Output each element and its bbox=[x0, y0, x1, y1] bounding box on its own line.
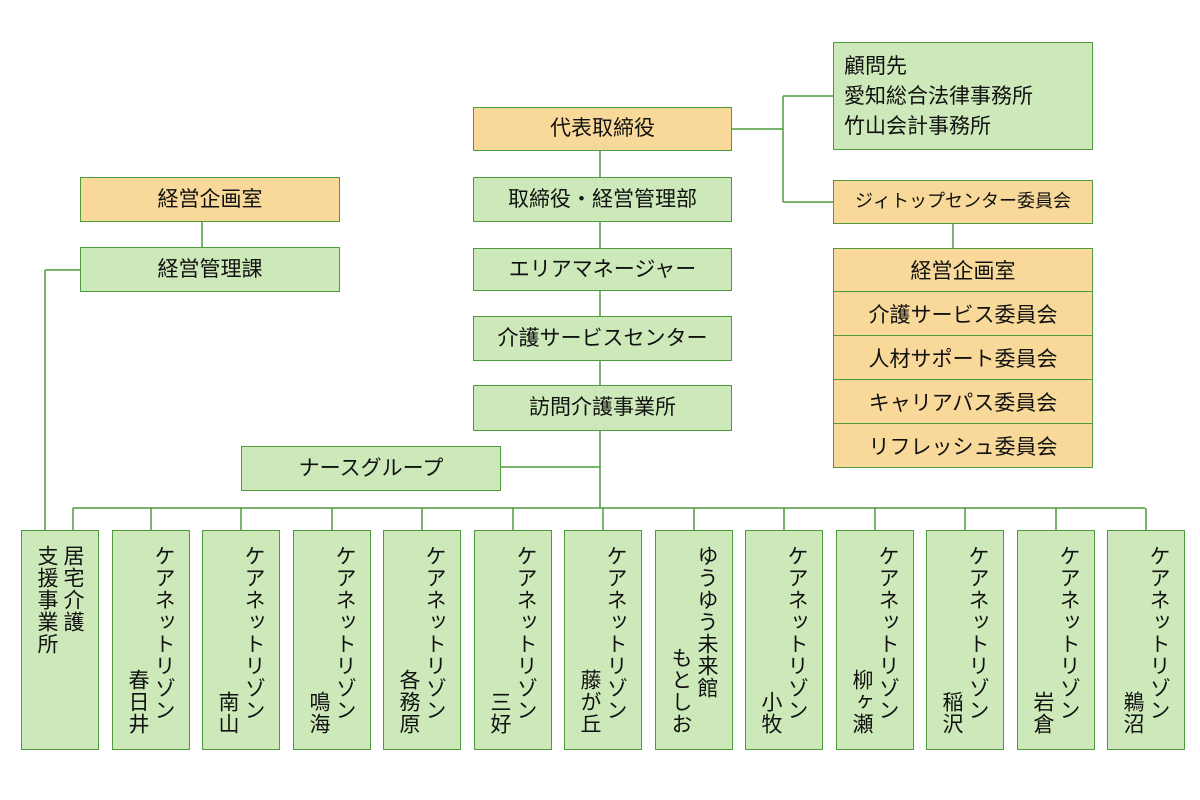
committee-item: 経営企画室 bbox=[833, 248, 1093, 292]
branch-box: ケアネットリゾン南山 bbox=[202, 530, 280, 750]
branch-name-line-1: ケアネットリゾン bbox=[242, 545, 266, 721]
branch-name-line-2: 三好 bbox=[488, 691, 512, 735]
home-care-label: 訪問介護事業所 bbox=[529, 395, 676, 420]
committee-item-label: 人材サポート委員会 bbox=[868, 346, 1058, 371]
committee-item: リフレッシュ委員会 bbox=[833, 424, 1093, 468]
branch-name-line-1: ケアネットリゾン bbox=[514, 545, 538, 721]
branch-name-line-1: ケアネットリゾン bbox=[876, 545, 900, 721]
committee-list: 経営企画室 介護サービス委員会 人材サポート委員会 キャリアパス委員会 リフレッ… bbox=[833, 248, 1093, 468]
branch-name-line-2: 柳ヶ瀬 bbox=[850, 669, 874, 735]
branch-name-line-2: 岩倉 bbox=[1031, 691, 1055, 735]
planning-office-box: 経営企画室 bbox=[80, 177, 340, 222]
area-manager-box: エリアマネージャー bbox=[473, 248, 732, 291]
committee-main-box: ジィトップセンター委員会 bbox=[833, 180, 1093, 224]
branch-name-line-1: ケアネットリゾン bbox=[966, 545, 990, 721]
service-center-box: 介護サービスセンター bbox=[473, 316, 732, 361]
mgmt-dept-label: 取締役・経営管理部 bbox=[508, 186, 697, 211]
branch-name-line-2: 支援事業所 bbox=[35, 545, 59, 655]
branch-name-line-1: 居宅介護 bbox=[61, 545, 85, 633]
management-section-box: 経営管理課 bbox=[80, 247, 340, 292]
home-care-box: 訪問介護事業所 bbox=[473, 385, 732, 431]
advisor-title: 顧問先 bbox=[844, 54, 907, 78]
branch-name-line-1: ケアネットリゾン bbox=[1147, 545, 1171, 721]
branch-name-line-2: 鵜沼 bbox=[1121, 691, 1145, 735]
branch-box: ケアネットリゾン柳ヶ瀬 bbox=[836, 530, 914, 750]
area-manager-label: エリアマネージャー bbox=[508, 256, 697, 281]
branch-box: ケアネットリゾン各務原 bbox=[383, 530, 461, 750]
branch-box: ケアネットリゾン鳴海 bbox=[293, 530, 371, 750]
branch-box: ケアネットリゾン岩倉 bbox=[1017, 530, 1095, 750]
branch-box: ゆうゆう未来館もとしお bbox=[655, 530, 733, 750]
branch-name-line-2: 稲沢 bbox=[940, 691, 964, 735]
branch-name-line-1: ゆうゆう未来館 bbox=[695, 545, 719, 699]
branch-name-line-1: ケアネットリゾン bbox=[423, 545, 447, 721]
advisor-line-1: 愛知総合法律事務所 bbox=[844, 84, 1033, 108]
nurse-group-label: ナースグループ bbox=[298, 455, 444, 480]
branch-name-line-2: 藤が丘 bbox=[578, 669, 602, 735]
committee-item: 介護サービス委員会 bbox=[833, 292, 1093, 336]
committee-item: キャリアパス委員会 bbox=[833, 380, 1093, 424]
planning-office-label: 経営企画室 bbox=[157, 186, 263, 211]
representative-director-label: 代表取締役 bbox=[550, 116, 655, 141]
committee-item: 人材サポート委員会 bbox=[833, 336, 1093, 380]
branch-name-line-1: ケアネットリゾン bbox=[152, 545, 176, 721]
branch-name-line-2: 南山 bbox=[216, 691, 240, 735]
committee-item-label: リフレッシュ委員会 bbox=[868, 434, 1058, 459]
branch-box: ケアネットリゾン藤が丘 bbox=[564, 530, 642, 750]
branch-name-line-1: ケアネットリゾン bbox=[604, 545, 628, 721]
branch-name-line-1: ケアネットリゾン bbox=[1057, 545, 1081, 721]
service-center-label: 介護サービスセンター bbox=[497, 325, 708, 350]
committee-item-label: 介護サービス委員会 bbox=[868, 302, 1058, 327]
branch-name-line-2: 春日井 bbox=[126, 669, 150, 735]
advisor-line-2: 竹山会計事務所 bbox=[844, 114, 991, 138]
branch-box: ケアネットリゾン三好 bbox=[474, 530, 552, 750]
management-section-label: 経営管理課 bbox=[157, 256, 263, 281]
advisor-box: 顧問先 愛知総合法律事務所 竹山会計事務所 bbox=[833, 42, 1093, 150]
branch-box: ケアネットリゾン稲沢 bbox=[926, 530, 1004, 750]
branch-box: ケアネットリゾン鵜沼 bbox=[1107, 530, 1185, 750]
nurse-group-box: ナースグループ bbox=[241, 446, 501, 491]
branch-name-line-1: ケアネットリゾン bbox=[785, 545, 809, 721]
branch-box: 居宅介護支援事業所 bbox=[21, 530, 99, 750]
branch-name-line-1: ケアネットリゾン bbox=[333, 545, 357, 721]
mgmt-dept-box: 取締役・経営管理部 bbox=[473, 177, 732, 222]
branch-box: ケアネットリゾン小牧 bbox=[745, 530, 823, 750]
branch-name-line-2: 鳴海 bbox=[307, 691, 331, 735]
branch-box: ケアネットリゾン春日井 bbox=[112, 530, 190, 750]
branch-name-line-2: 各務原 bbox=[397, 669, 421, 735]
branch-name-line-2: 小牧 bbox=[759, 691, 783, 735]
committee-item-label: キャリアパス委員会 bbox=[868, 390, 1058, 415]
branch-name-line-2: もとしお bbox=[669, 647, 693, 735]
representative-director-box: 代表取締役 bbox=[473, 107, 732, 151]
committee-main-label: ジィトップセンター委員会 bbox=[855, 191, 1071, 213]
committee-item-label: 経営企画室 bbox=[910, 259, 1016, 283]
